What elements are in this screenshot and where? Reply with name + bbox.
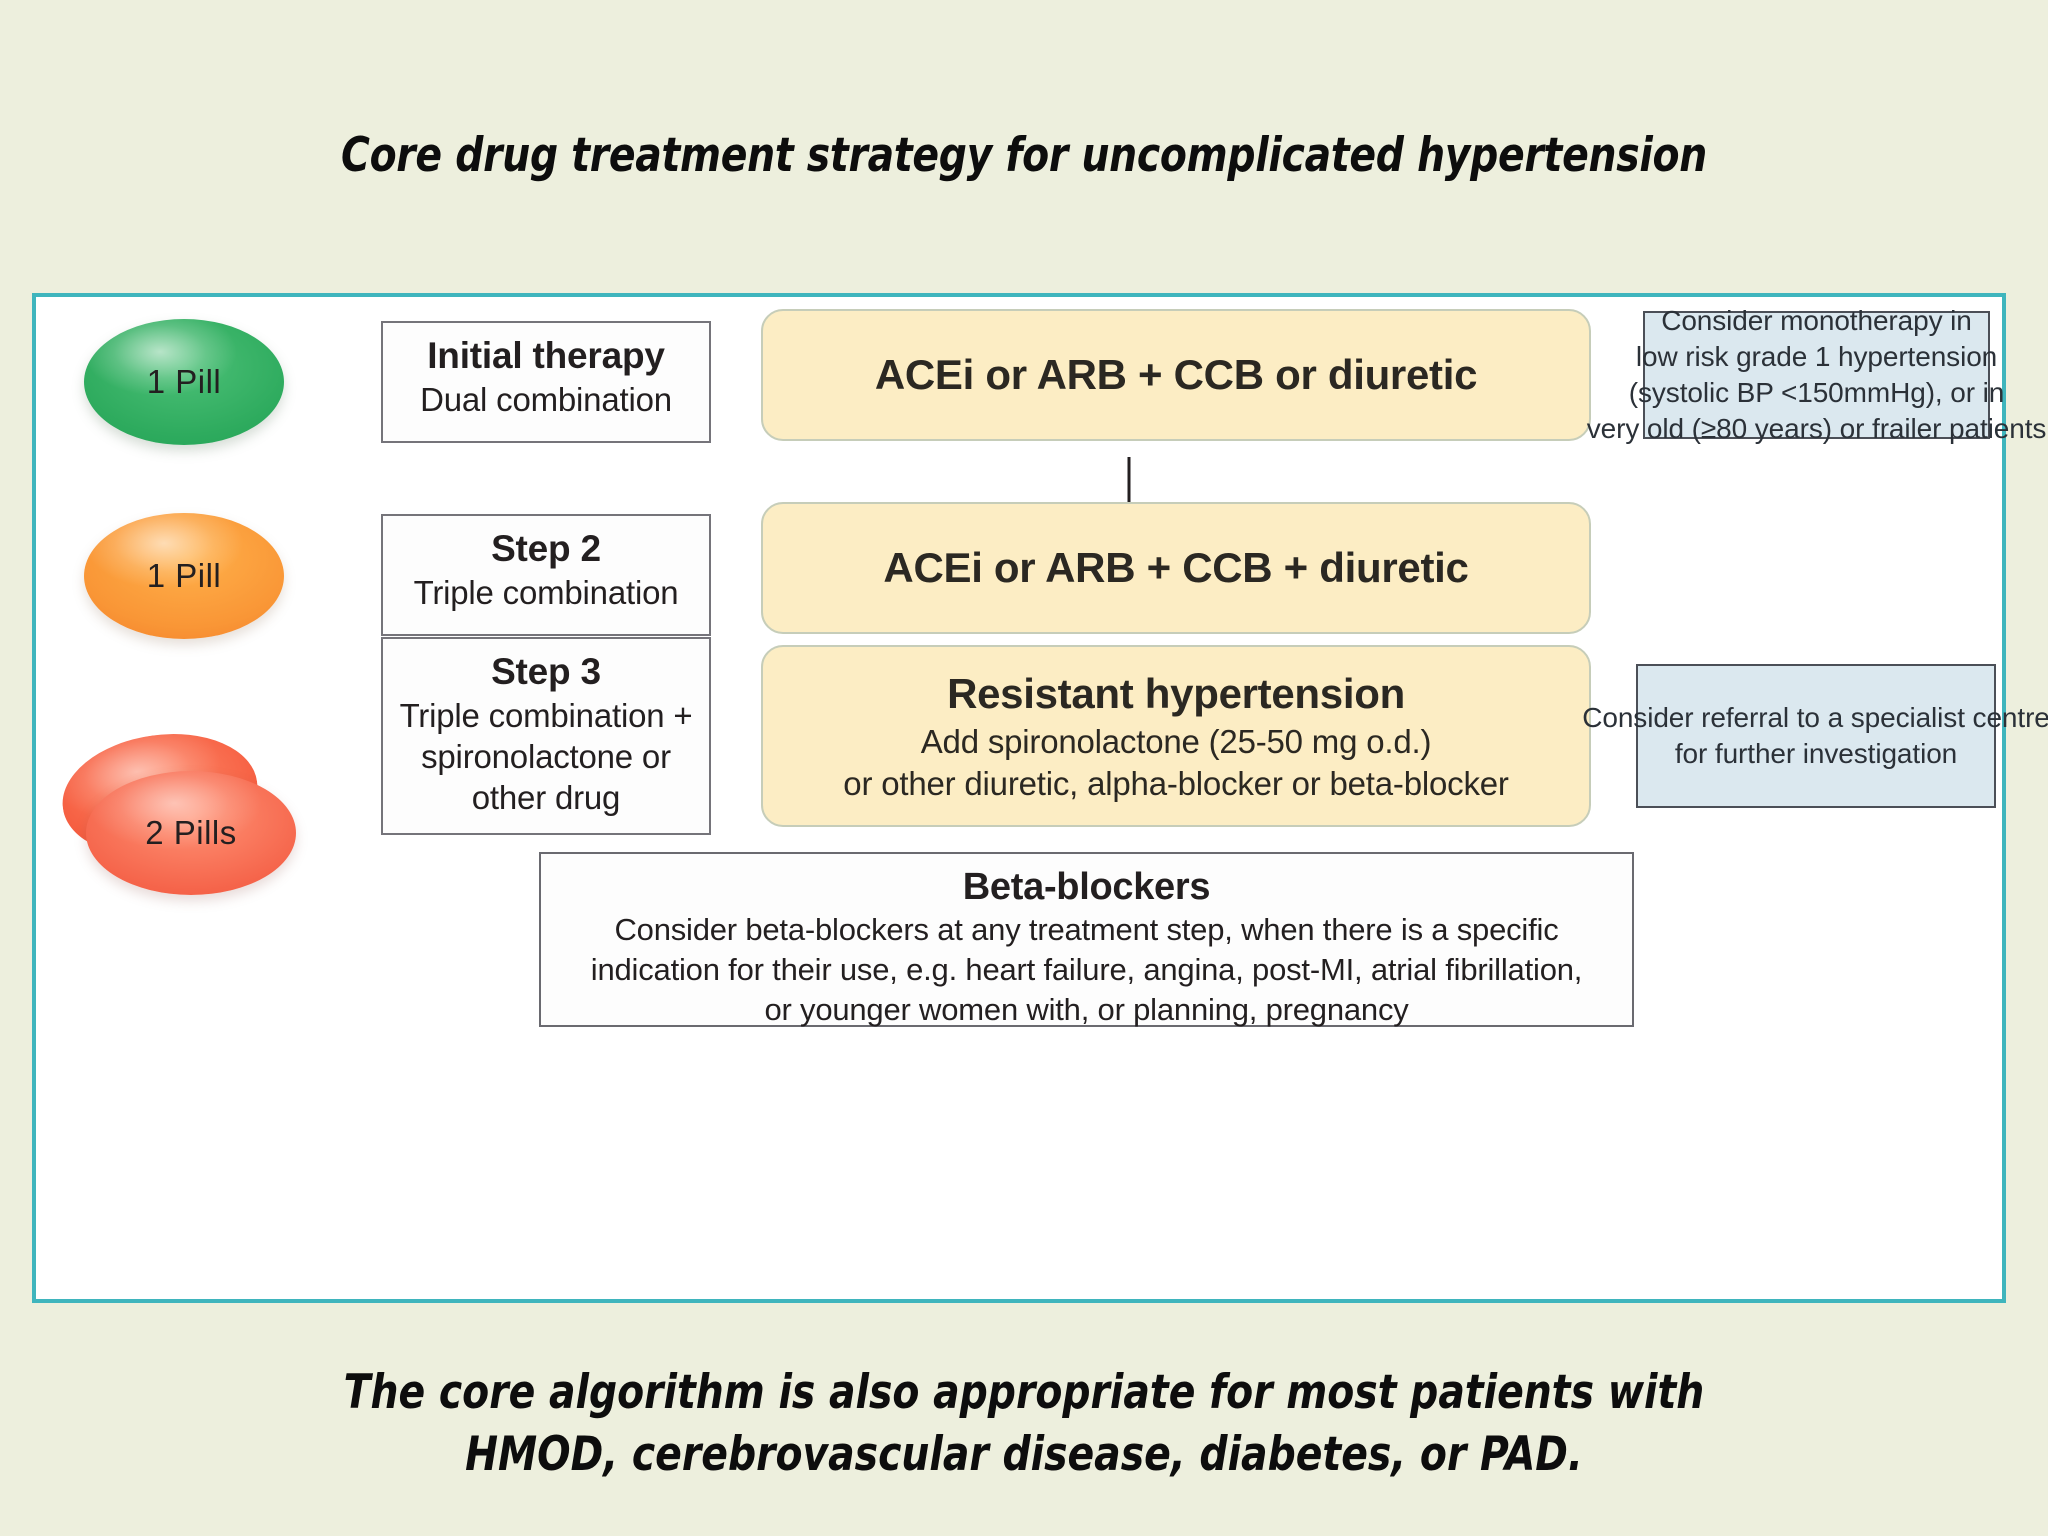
beta-blockers-box: Beta-blockers Consider beta-blockers at … [539, 852, 1634, 1027]
therapy-box-3: Resistant hypertension Add spironolacton… [761, 645, 1591, 827]
pill-shape-front: 2 Pills [86, 771, 296, 895]
step-title-3: Step 3 [491, 651, 601, 692]
step-subtitle-2: Triple combination [413, 574, 679, 611]
step-subtitle-3-line3: other drug [471, 779, 621, 816]
treatment-row-initial: 1 Pill Initial therapy Dual combination … [36, 297, 2047, 1299]
pill-badge-step3: 2 Pills [54, 721, 312, 909]
beta-blockers-title: Beta-blockers [962, 866, 1211, 908]
note-referral-line2: for further investigation [1674, 738, 1958, 769]
therapy-sub-3-line2: or other diuretic, alpha-blocker or beta… [843, 765, 1509, 802]
note-monotherapy-line1: Consider monotherapy in [1661, 305, 1972, 336]
pill-label-step1: 1 Pill [146, 363, 222, 400]
note-box-monotherapy: Consider monotherapy in low risk grade 1… [1587, 305, 2047, 444]
step-label-box-3: Step 3 Triple combination + spironolacto… [381, 637, 711, 835]
therapy-box-1: ACEi or ARB + CCB or diuretic [761, 309, 1591, 441]
note-monotherapy-line4: very old (≥80 years) or frailer patients [1586, 413, 2047, 444]
note-monotherapy-line2: low risk grade 1 hypertension [1635, 341, 1998, 372]
step-title-2: Step 2 [491, 528, 601, 569]
note-referral-line1: Consider referral to a specialist centre [1582, 702, 2048, 733]
beta-blockers-line3: or younger women with, or planning, preg… [764, 992, 1409, 1027]
note-box-referral: Consider referral to a specialist centre… [1582, 664, 2048, 808]
treatment-row-step2: 1 Pill Step 2 Triple combination ACEi or… [36, 297, 2002, 1299]
step-title-1: Initial therapy [427, 335, 665, 376]
page-caption: The core algorithm is also appropriate f… [72, 1362, 1977, 1486]
beta-blockers-line2: indication for their use, e.g. heart fai… [590, 952, 1583, 987]
caption-line-2: HMOD, cerebrovascular disease, diabetes,… [465, 1427, 1583, 1482]
therapy-box-2: ACEi or ARB + CCB + diuretic [761, 502, 1591, 634]
therapy-sub-3-line1: Add spironolactone (25-50 mg o.d.) [920, 723, 1432, 760]
step-subtitle-3-line1: Triple combination + [399, 697, 693, 734]
pill-badge-step1: 1 Pill [84, 319, 284, 445]
caption-line-1: The core algorithm is also appropriate f… [343, 1365, 1705, 1420]
pill-label-step3: 2 Pills [145, 814, 237, 851]
algorithm-figure-frame: 1 Pill Initial therapy Dual combination … [32, 293, 2048, 1303]
step-label-box-2: Step 2 Triple combination [381, 514, 711, 636]
step-subtitle-1: Dual combination [420, 381, 672, 418]
beta-blockers-line1: Consider beta-blockers at any treatment … [614, 912, 1559, 947]
note-monotherapy-line3: (systolic BP <150mmHg), or in [1628, 377, 2005, 408]
pill-badge-step2: 1 Pill [84, 513, 284, 639]
pill-label-step2: 1 Pill [146, 557, 222, 594]
step-label-box-1: Initial therapy Dual combination [381, 321, 711, 443]
therapy-text-1: ACEi or ARB + CCB or diuretic [874, 351, 1478, 398]
step-subtitle-3-line2: spironolactone or [421, 738, 671, 775]
therapy-text-2: ACEi or ARB + CCB + diuretic [883, 544, 1469, 591]
treatment-row-step3: 2 Pills Step 3 Triple combination + spir… [36, 297, 2048, 1299]
therapy-heading-3: Resistant hypertension [947, 670, 1405, 717]
page-title: Core drug treatment strategy for uncompl… [340, 128, 1707, 183]
